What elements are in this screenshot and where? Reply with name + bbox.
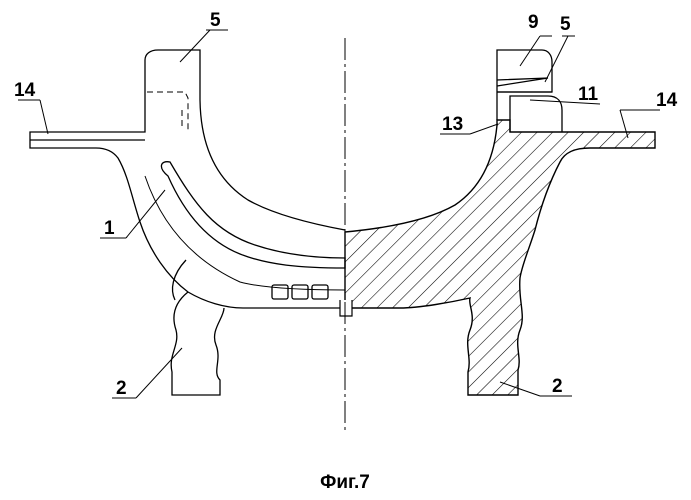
label-right-14: 14	[656, 90, 678, 111]
left-slot-windows	[272, 285, 328, 299]
right-section-body	[345, 120, 655, 395]
right-lug-wedge	[497, 78, 548, 86]
left-leg-outer	[173, 260, 186, 300]
labels: 5 14 1 2 9 5 11 13 14 2	[14, 10, 678, 399]
figure-caption: Фиг.7	[320, 472, 370, 493]
label-left-1: 1	[104, 218, 115, 239]
left-leg	[171, 292, 224, 395]
label-right-11: 11	[578, 84, 599, 105]
center-notch	[340, 300, 352, 316]
label-right-9: 9	[528, 12, 539, 33]
left-body-outline	[30, 50, 345, 308]
left-inner-contour	[145, 176, 345, 290]
label-left-5: 5	[210, 10, 221, 31]
right-half-section	[340, 50, 655, 395]
label-right-13: 13	[442, 114, 463, 135]
leaders	[18, 30, 660, 398]
label-right-2: 2	[552, 376, 563, 397]
label-left-2: 2	[116, 378, 127, 399]
label-right-5: 5	[560, 14, 571, 35]
left-half-outline	[30, 50, 345, 395]
left-channel	[161, 162, 345, 268]
label-left-14: 14	[14, 80, 36, 101]
